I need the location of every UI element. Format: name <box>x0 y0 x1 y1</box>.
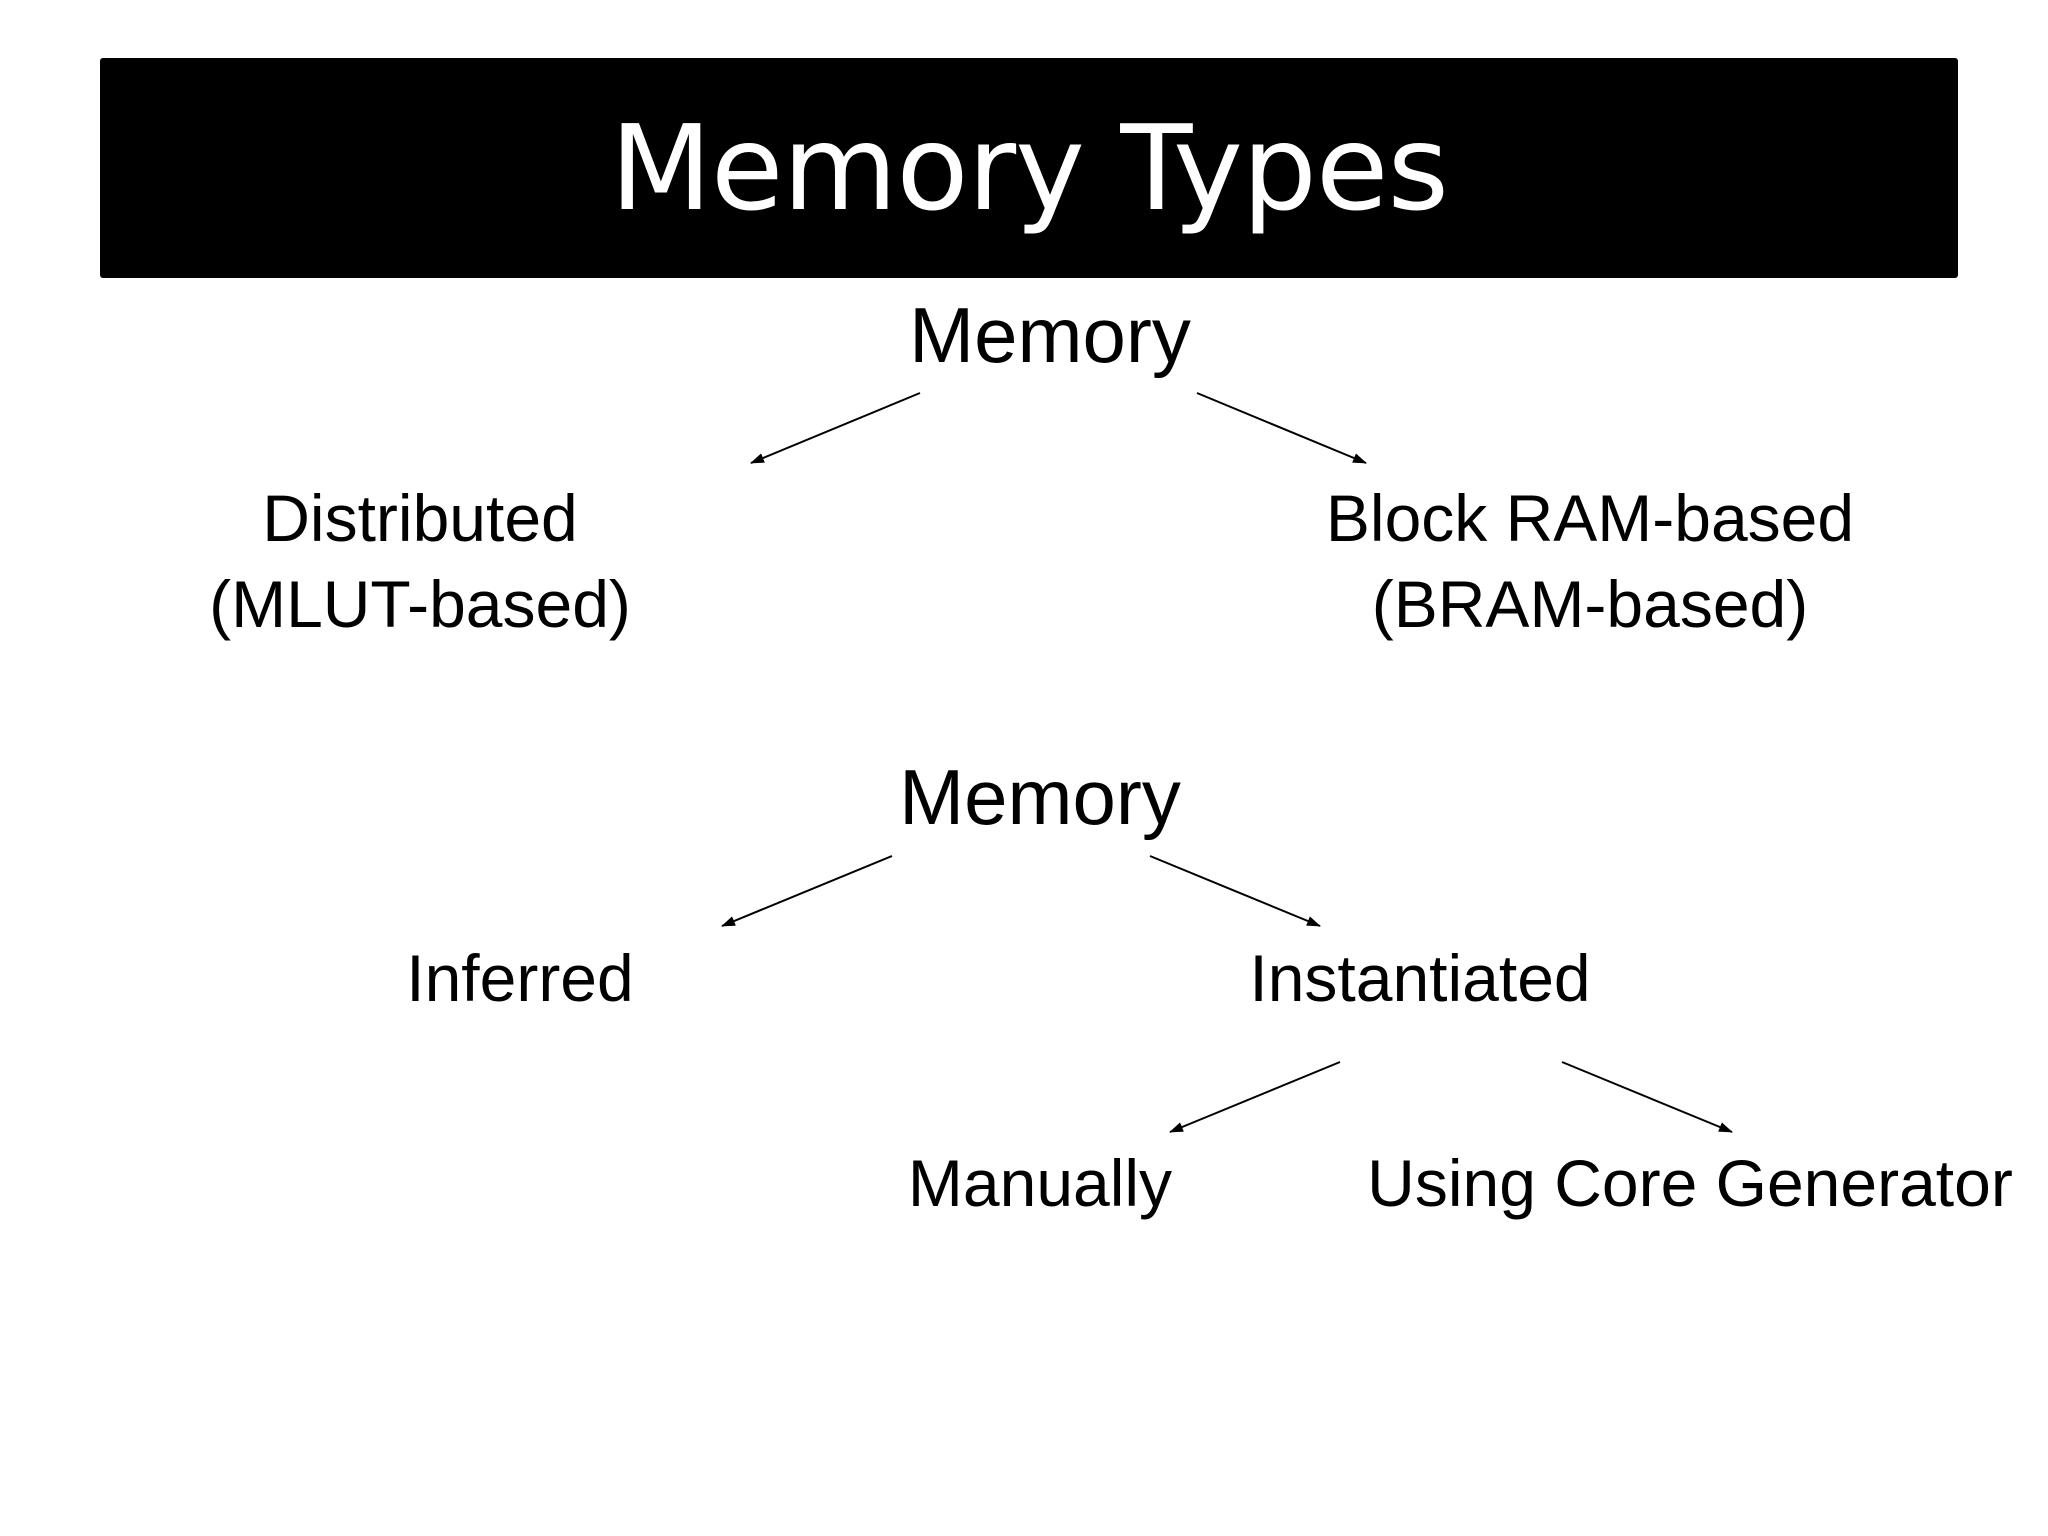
tree1-root-node: Memory <box>909 291 1191 379</box>
arrow-tree1-left <box>750 392 921 464</box>
tree1-left-line1: Distributed <box>262 481 578 555</box>
slide-title: Memory Types <box>610 99 1449 237</box>
title-bar: Memory Types <box>100 58 1958 278</box>
arrow-instantiated-manual <box>1169 1061 1341 1133</box>
arrow-tree2-right <box>1149 855 1321 927</box>
tree1-right-line1: Block RAM-based <box>1325 481 1855 555</box>
tree1-left-node: Distributed (MLUT-based) <box>150 475 690 647</box>
tree2-manual-node: Manually <box>907 1146 1173 1220</box>
arrow-tree2-left <box>721 855 893 927</box>
arrow-tree1-right <box>1196 392 1367 464</box>
tree2-right-node: Instantiated <box>1249 941 1591 1015</box>
tree2-root-node: Memory <box>899 753 1181 841</box>
arrow-instantiated-coregen <box>1561 1061 1733 1133</box>
tree2-coregen-node: Using Core Generator <box>1367 1146 2013 1220</box>
tree1-left-line2: (MLUT-based) <box>209 567 631 641</box>
tree2-left-node: Inferred <box>406 941 634 1015</box>
tree1-right-node: Block RAM-based (BRAM-based) <box>1290 475 1890 647</box>
tree1-right-line2: (BRAM-based) <box>1371 567 1809 641</box>
